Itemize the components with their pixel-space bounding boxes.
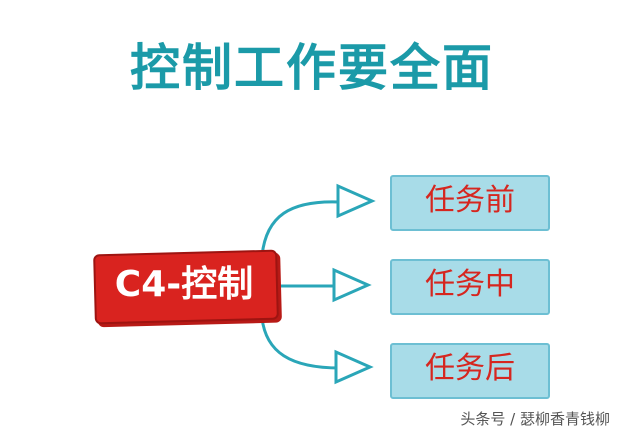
branch-node-box-before: [390, 175, 550, 231]
arrowhead-bottom-icon: [334, 349, 374, 385]
branch-node-box-after: [390, 343, 550, 399]
branch-node-label-after: 任务后: [425, 351, 515, 386]
page-title: 控制工作要全面: [130, 39, 494, 97]
root-node-label: C4-控制: [114, 264, 254, 305]
connector-bottom: [260, 317, 341, 370]
watermark-text: 头条号 / 瑟柳香青钱柳: [460, 410, 610, 428]
connector-top: [260, 200, 341, 257]
branch-node-box-during: [390, 259, 550, 315]
branch-node-label-before: 任务前: [425, 183, 515, 218]
arrowhead-middle-icon: [332, 267, 372, 303]
arrowhead-top-icon: [336, 183, 376, 219]
branch-node-label-during: 任务中: [425, 267, 515, 302]
